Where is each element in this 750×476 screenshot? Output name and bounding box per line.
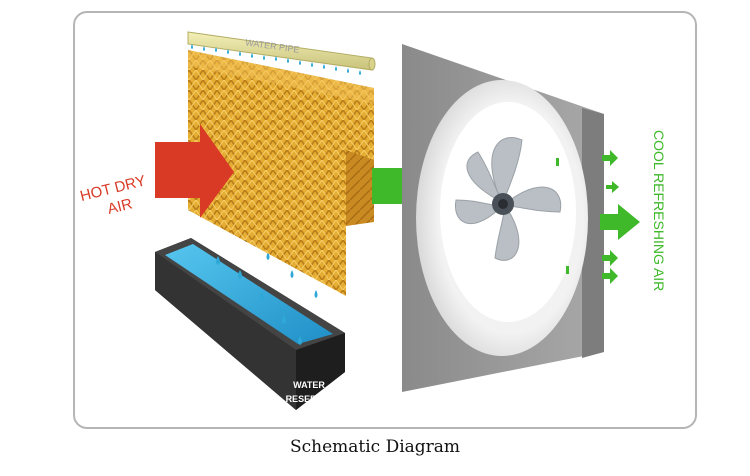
cool-refreshing-air-label: COOL REFRESHING AIR: [651, 130, 667, 291]
reservoir-label-line2: RESERVOIR: [286, 394, 339, 404]
reservoir-label-line1: WATER: [293, 380, 325, 390]
diagram-caption: Schematic Diagram: [0, 437, 750, 457]
hot-dry-air-label-line2: AIR: [106, 195, 135, 218]
